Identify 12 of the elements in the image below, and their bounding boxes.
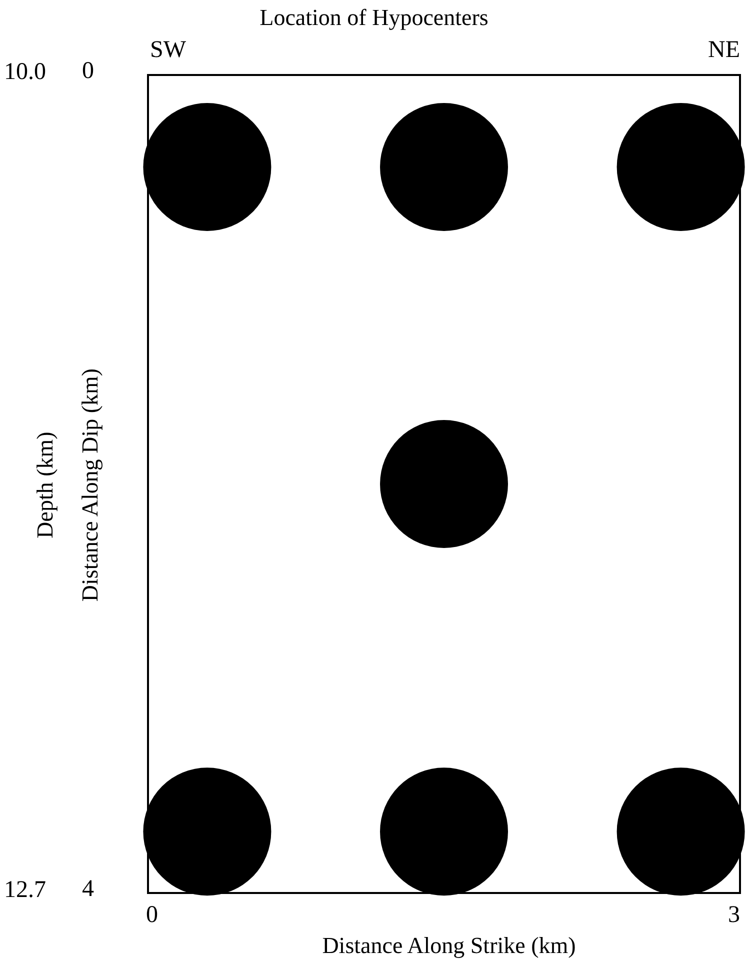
tick-label: 0 [82, 59, 94, 83]
tick-label: 3 [728, 903, 740, 927]
tick-label: 0 [146, 903, 158, 927]
axis-title: Distance Along Dip (km) [78, 368, 102, 602]
tick-label: 4 [82, 877, 94, 901]
text-label: SW [150, 38, 186, 62]
text-label: NE [708, 38, 740, 62]
text-label: 10.0 [4, 60, 46, 84]
axis-title: Distance Along Strike (km) [321, 934, 577, 957]
text-label: 12.7 [4, 878, 46, 902]
axis-title: Depth (km) [34, 432, 56, 538]
chart-title: Location of Hypocenters [258, 6, 490, 29]
